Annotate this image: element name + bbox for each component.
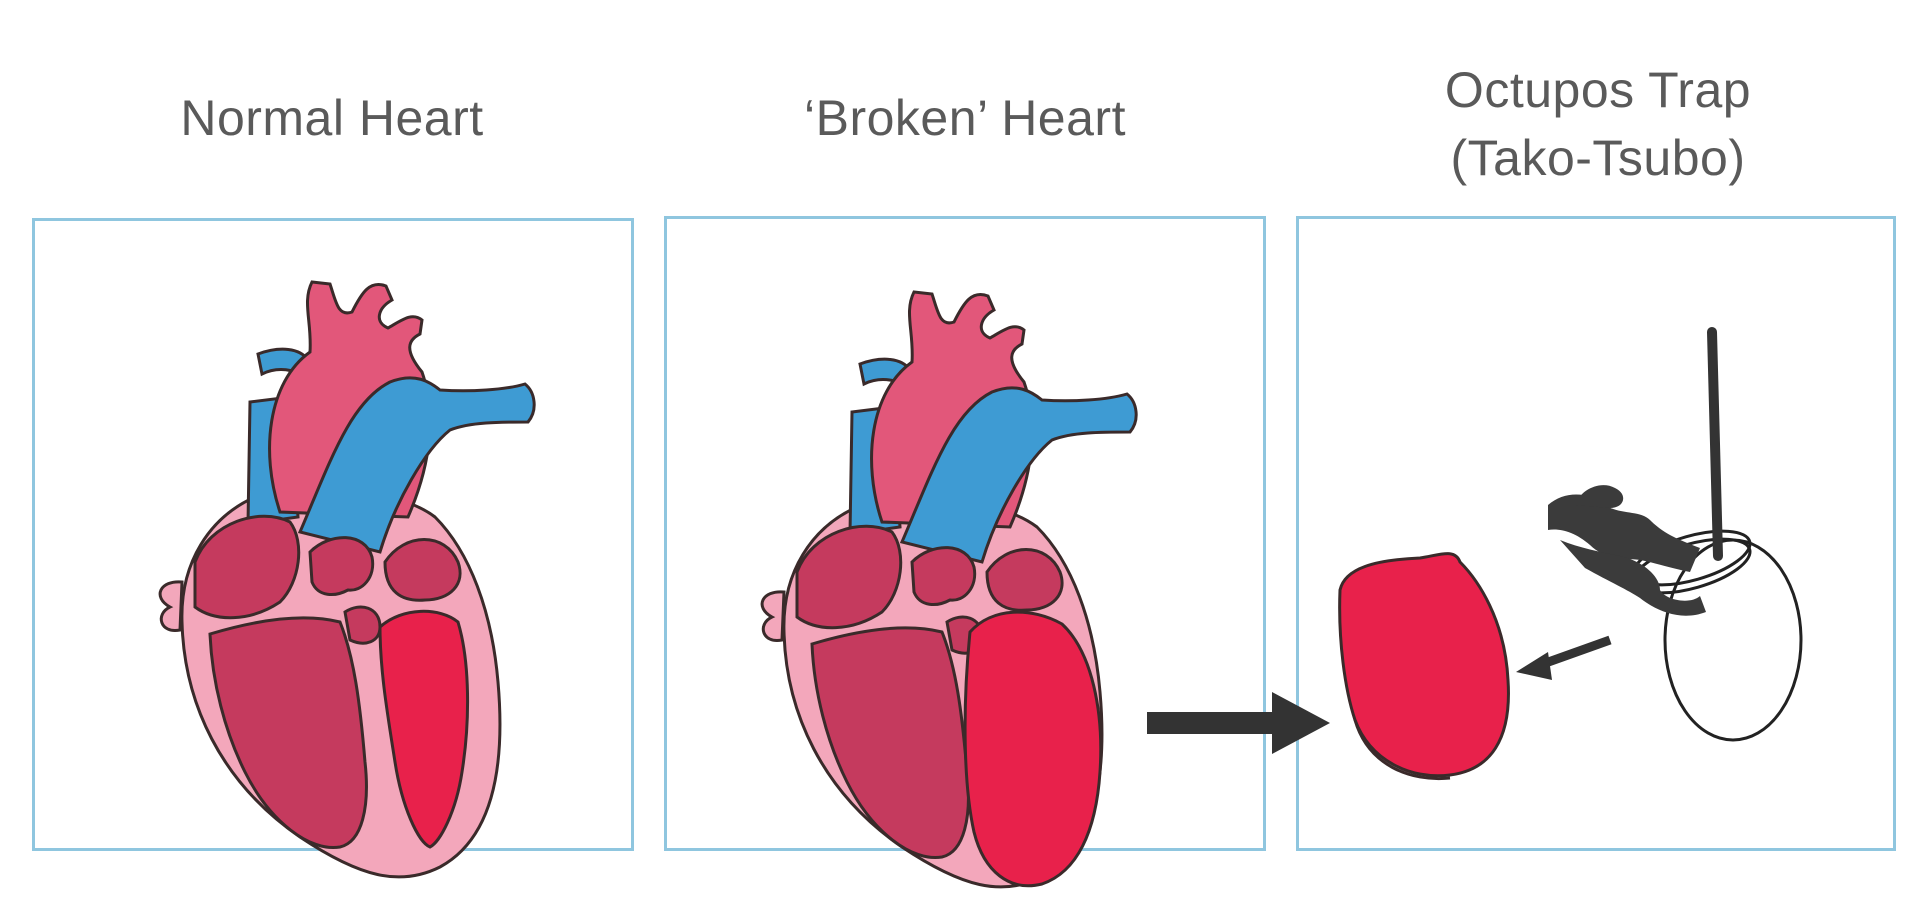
panel-title-octopus-line1: Octupos Trap [1444,62,1752,118]
panel-title-normal: Normal Heart [180,90,484,146]
panel-title-broken: ‘Broken’ Heart [804,90,1126,146]
octopus-trap-illustration [1338,327,1803,781]
panel-title-octopus-line2: (Tako-Tsubo) [1450,130,1746,186]
broken-heart-illustration [760,290,1138,889]
small-arrow-icon [1516,635,1612,680]
normal-heart-illustration [158,280,536,879]
right-arrow-icon [1147,692,1330,754]
